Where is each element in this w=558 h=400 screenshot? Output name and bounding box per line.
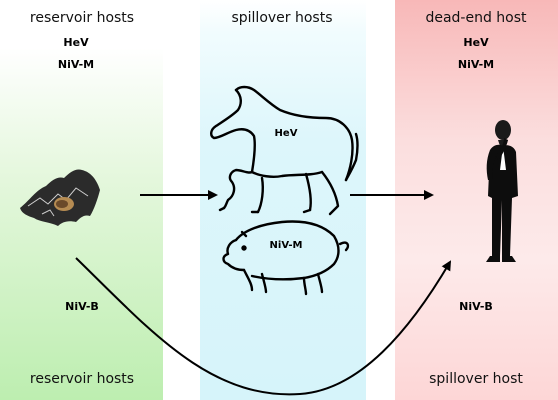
reservoir-top-title: reservoir hosts [29, 10, 135, 26]
reservoir-virus-nivb: NiV-B [65, 300, 99, 313]
pig-icon [222, 220, 350, 296]
bat-icon [20, 169, 100, 226]
pig-label: NiV-M [269, 240, 303, 251]
horse-label: HeV [274, 128, 298, 139]
spillover-top-title: spillover hosts [231, 10, 333, 26]
reservoir-bottom-title: reservoir hosts [29, 371, 135, 387]
reservoir-virus-hev: HeV [63, 36, 89, 49]
deadend-virus-nivb: NiV-B [459, 300, 493, 313]
horse-icon [210, 85, 359, 216]
deadend-virus-hev: HeV [463, 36, 489, 49]
arrow-bat-to-man-curve [75, 257, 452, 396]
deadend-bottom-title: spillover host [429, 371, 523, 387]
deadend-virus-nivm: NiV-M [457, 58, 495, 71]
deadend-band [395, 0, 558, 400]
man-icon [486, 120, 518, 262]
deadend-top-title: dead-end host [425, 10, 527, 26]
reservoir-virus-nivm: NiV-M [57, 58, 95, 71]
